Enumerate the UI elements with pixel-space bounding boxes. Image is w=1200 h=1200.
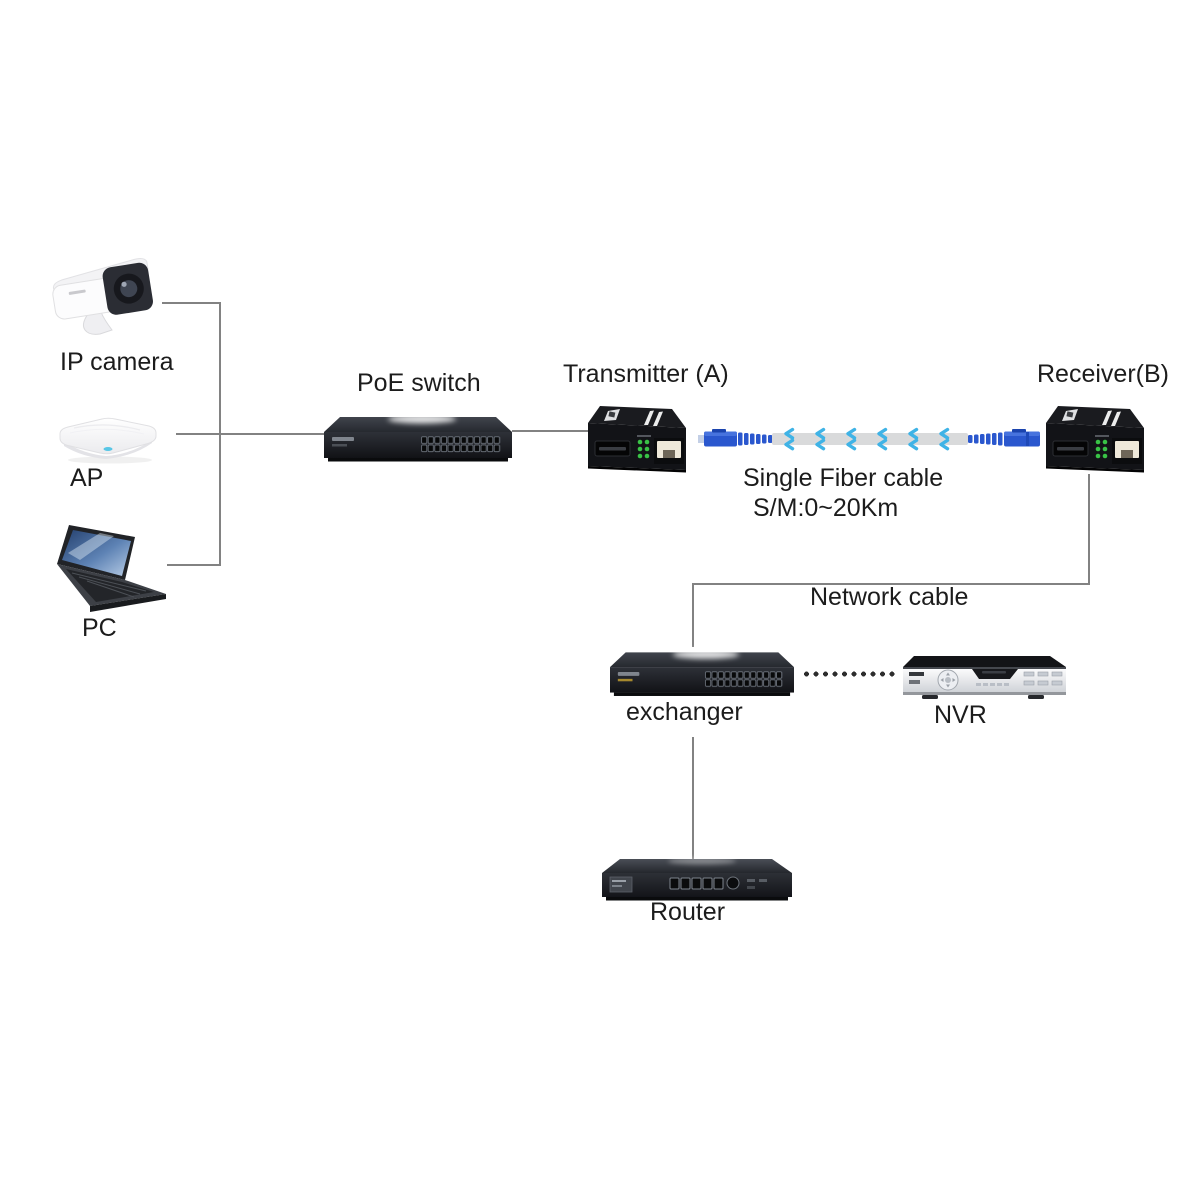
transmitter-label: Transmitter (A) (563, 360, 729, 388)
network-cable-label: Network cable (810, 583, 969, 611)
cable-camera-to-trunk (162, 302, 221, 304)
nvr-image (900, 652, 1070, 702)
cable-receiver-down (1088, 474, 1090, 585)
exchanger-label: exchanger (626, 698, 743, 726)
ip-camera-image (44, 256, 172, 340)
exchanger-image (610, 644, 794, 700)
ip-camera-label: IP camera (60, 348, 174, 376)
receiver-label: Receiver(B) (1037, 360, 1169, 388)
cable-exchanger-to-router (692, 737, 694, 862)
transmitter-image (586, 404, 690, 476)
nvr-label: NVR (934, 701, 987, 729)
pc-image (52, 522, 176, 616)
receiver-image (1044, 404, 1148, 476)
cable-pc-to-trunk (167, 564, 221, 566)
router-image (602, 854, 792, 902)
poe-switch-label: PoE switch (357, 369, 481, 397)
cable-ap-to-poe-switch (176, 433, 327, 435)
fiber-cable-image (692, 424, 1048, 454)
ap-image (44, 406, 172, 466)
fiber-cable-label-line2: S/M:0~20Km (753, 494, 899, 522)
cable-junction-to-exchanger (692, 583, 694, 647)
poe-switch-image (324, 410, 512, 464)
fiber-cable-label-line1: Single Fiber cable (743, 464, 944, 492)
dotted-link-exchanger-nvr (802, 670, 896, 678)
ap-label: AP (70, 464, 104, 492)
cable-network-horizontal (692, 583, 1090, 585)
router-label: Router (650, 898, 726, 926)
pc-label: PC (82, 614, 117, 642)
cable-switch-to-transmitter (512, 430, 588, 432)
